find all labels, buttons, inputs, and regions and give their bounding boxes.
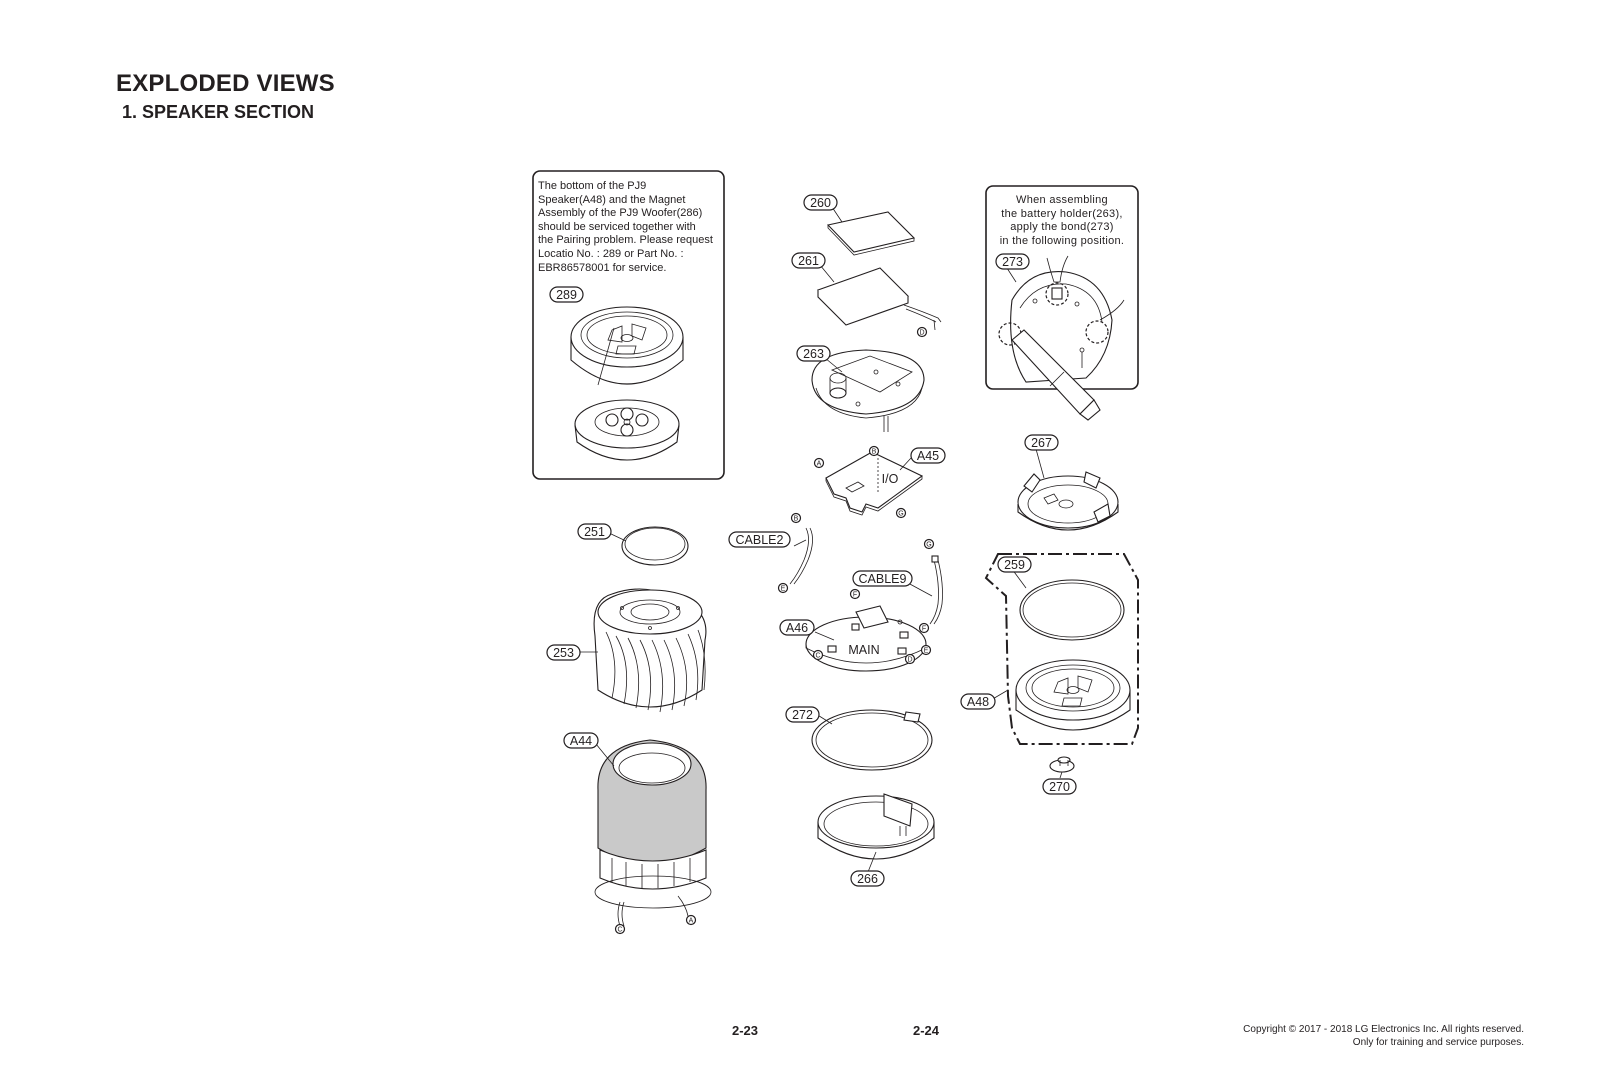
connector-C-a44: C [614, 923, 626, 935]
svg-text:259: 259 [1004, 558, 1025, 572]
callout-253: 253 [546, 644, 581, 661]
part-cable9 [929, 555, 943, 625]
svg-text:CABLE2: CABLE2 [736, 533, 784, 547]
svg-text:A: A [817, 461, 822, 468]
callout-267: 267 [1024, 434, 1059, 451]
svg-text:A48: A48 [967, 695, 989, 709]
callout-260: 260 [803, 194, 838, 211]
svg-text:B: B [794, 516, 799, 523]
connector-A-a45: A [813, 457, 825, 469]
connector-B-a45: B [868, 445, 880, 457]
note-text-bond: When assembling the battery holder(263),… [999, 194, 1125, 247]
connector-E-cable2: E [777, 582, 789, 594]
callout-266: 266 [850, 870, 885, 887]
connector-C-a46: C [812, 649, 824, 661]
svg-text:263: 263 [803, 347, 824, 361]
part-260 [826, 211, 916, 256]
svg-text:CABLE9: CABLE9 [859, 572, 907, 586]
callout-263: 263 [796, 345, 831, 362]
part-266-band [817, 793, 935, 860]
svg-text:B: B [872, 449, 877, 456]
board-label-main: MAIN [848, 643, 879, 657]
leader-lines [580, 206, 1063, 873]
callout-A48: A48 [960, 693, 996, 710]
svg-text:253: 253 [553, 646, 574, 660]
part-289-speaker-bottom [570, 306, 684, 385]
callout-CABLE9: CABLE9 [852, 570, 913, 587]
connector-E-a46: E [920, 644, 932, 656]
connector-A-a44: A [685, 914, 697, 926]
page-number-right: 2-24 [913, 1023, 940, 1038]
callout-272: 272 [785, 706, 820, 723]
note-box-pairing [532, 170, 725, 480]
connector-F-cable9: F [918, 622, 930, 634]
part-261-battery [816, 267, 942, 326]
svg-text:C: C [815, 653, 820, 660]
part-A44-body [594, 739, 712, 927]
callout-270: 270 [1042, 778, 1077, 795]
svg-text:A44: A44 [570, 734, 592, 748]
copyright-notice: Copyright © 2017 - 2018 LG Electronics I… [1243, 1024, 1524, 1048]
svg-text:E: E [924, 648, 929, 655]
part-259-gasket [1019, 579, 1125, 641]
connector-D-261: D [916, 326, 928, 338]
svg-text:266: 266 [857, 872, 878, 886]
callout-A44: A44 [563, 732, 599, 749]
svg-text:A46: A46 [786, 621, 808, 635]
callout-A46: A46 [779, 619, 815, 636]
connector-F-a46: F [849, 588, 861, 600]
svg-text:267: 267 [1031, 436, 1052, 450]
svg-text:270: 270 [1049, 780, 1070, 794]
svg-text:E: E [781, 586, 786, 593]
section-title: 1. SPEAKER SECTION [122, 102, 315, 122]
page-title: EXPLODED VIEWS [116, 70, 335, 97]
svg-text:289: 289 [556, 288, 577, 302]
callout-259: 259 [997, 556, 1032, 573]
callout-273: 273 [995, 253, 1030, 270]
svg-text:D: D [907, 657, 912, 664]
part-289-magnet-assembly [574, 399, 680, 461]
svg-text:C: C [617, 927, 622, 934]
connector-B-cable2: B [790, 512, 802, 524]
note-text-pairing: The bottom of the PJ9 Speaker(A48) and t… [538, 180, 713, 274]
part-251-disc [621, 526, 689, 566]
callout-251: 251 [577, 523, 612, 540]
part-A45-io-board [825, 451, 924, 516]
part-cable2 [789, 527, 813, 585]
connector-D-a46: D [904, 653, 916, 665]
svg-text:F: F [853, 592, 857, 599]
part-263-battery-holder [811, 349, 925, 432]
callout-A45: A45 [910, 447, 946, 464]
part-270-knob [1049, 756, 1075, 773]
svg-text:260: 260 [810, 196, 831, 210]
part-253-grille [593, 588, 707, 713]
callout-CABLE2: CABLE2 [728, 531, 791, 548]
svg-text:D: D [919, 330, 924, 337]
svg-text:G: G [898, 511, 903, 518]
svg-text:A: A [689, 918, 694, 925]
part-A46-main-board [805, 605, 927, 672]
board-label-io: I/O [882, 472, 899, 486]
part-272-ring [811, 709, 933, 771]
part-267-holder [1017, 471, 1119, 531]
svg-text:G: G [926, 542, 931, 549]
svg-text:261: 261 [798, 254, 819, 268]
connector-G-a45: G [895, 507, 907, 519]
callout-289: 289 [549, 286, 584, 303]
svg-text:251: 251 [584, 525, 605, 539]
svg-text:A45: A45 [917, 449, 939, 463]
part-273-bond-detail [998, 255, 1125, 421]
svg-text:F: F [922, 626, 926, 633]
svg-text:272: 272 [792, 708, 813, 722]
callout-261: 261 [791, 252, 826, 269]
connector-G-cable9: G [923, 538, 935, 550]
part-A48-speaker-bottom [1015, 659, 1131, 731]
page-number-left: 2-23 [732, 1023, 759, 1038]
svg-text:273: 273 [1002, 255, 1023, 269]
assembly-A48-boundary [984, 553, 1139, 745]
